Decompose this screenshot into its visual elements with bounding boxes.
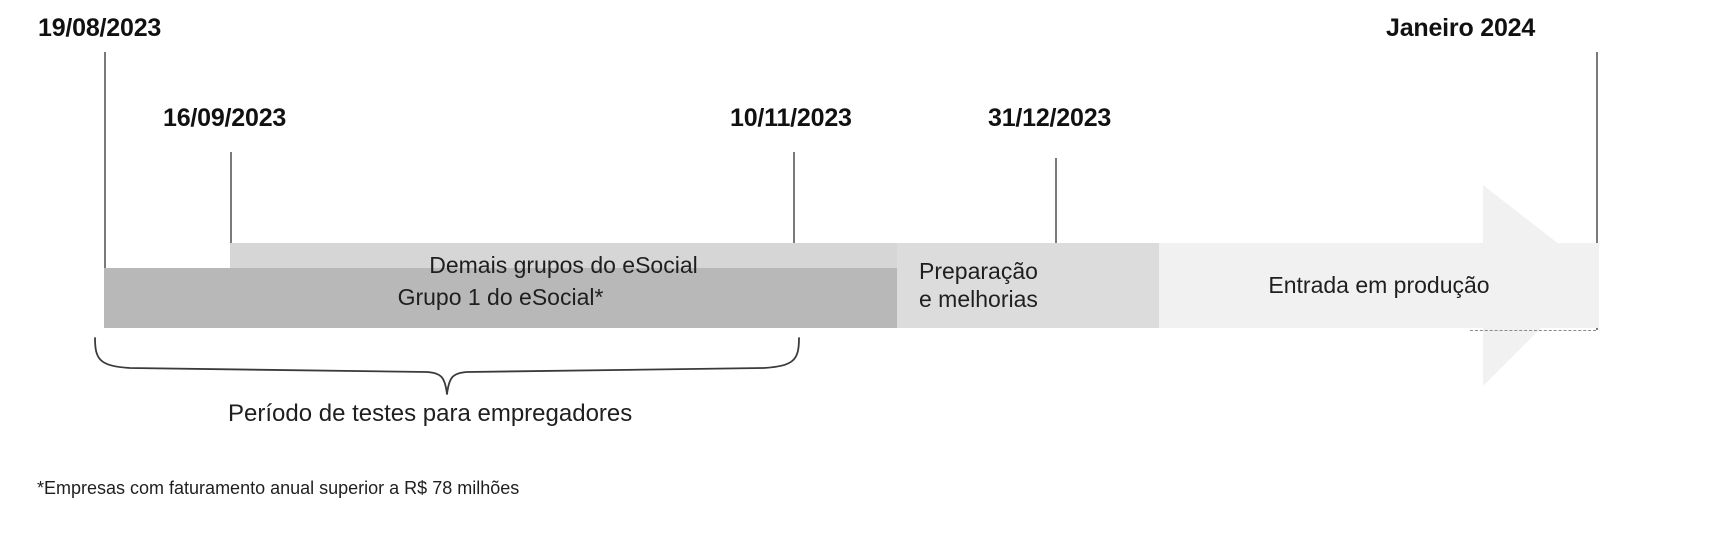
brace-icon (94, 337, 800, 395)
period-brace (90, 336, 810, 398)
dashed-baseline (1470, 330, 1596, 331)
band-grupo-1-label: Grupo 1 do eSocial* (397, 284, 604, 311)
timeline-arrow: Demais grupos do eSocial Grupo 1 do eSoc… (104, 160, 1599, 388)
date-label-16-09-2023: 16/09/2023 (163, 104, 287, 132)
date-label-start: 19/08/2023 (38, 14, 162, 42)
footnote-text: *Empresas com faturamento anual superior… (37, 478, 520, 498)
date-label-10-11-2023: 10/11/2023 (730, 104, 852, 132)
date-label-janeiro-2024: Janeiro 2024 (1386, 14, 1536, 42)
band-entrada-producao-label: Entrada em produção (1268, 271, 1490, 298)
date-label-31-12-2023: 31/12/2023 (988, 104, 1112, 132)
tick-line-janeiro-2024 (1596, 52, 1598, 330)
band-entrada-producao: Entrada em produção (1159, 243, 1599, 328)
tick-line-10-11-2023 (793, 152, 795, 328)
brace-caption: Período de testes para empregadores (228, 400, 633, 427)
tick-line-start (104, 52, 106, 328)
band-grupo-1: Grupo 1 do eSocial* (104, 268, 897, 328)
tick-line-16-09-2023 (230, 152, 232, 268)
band-demais-grupos-label: Demais grupos do eSocial (429, 251, 698, 278)
band-preparacao-melhorias: Preparação e melhorias (897, 243, 1181, 328)
band-preparacao-melhorias-label: Preparação e melhorias (919, 258, 1038, 312)
